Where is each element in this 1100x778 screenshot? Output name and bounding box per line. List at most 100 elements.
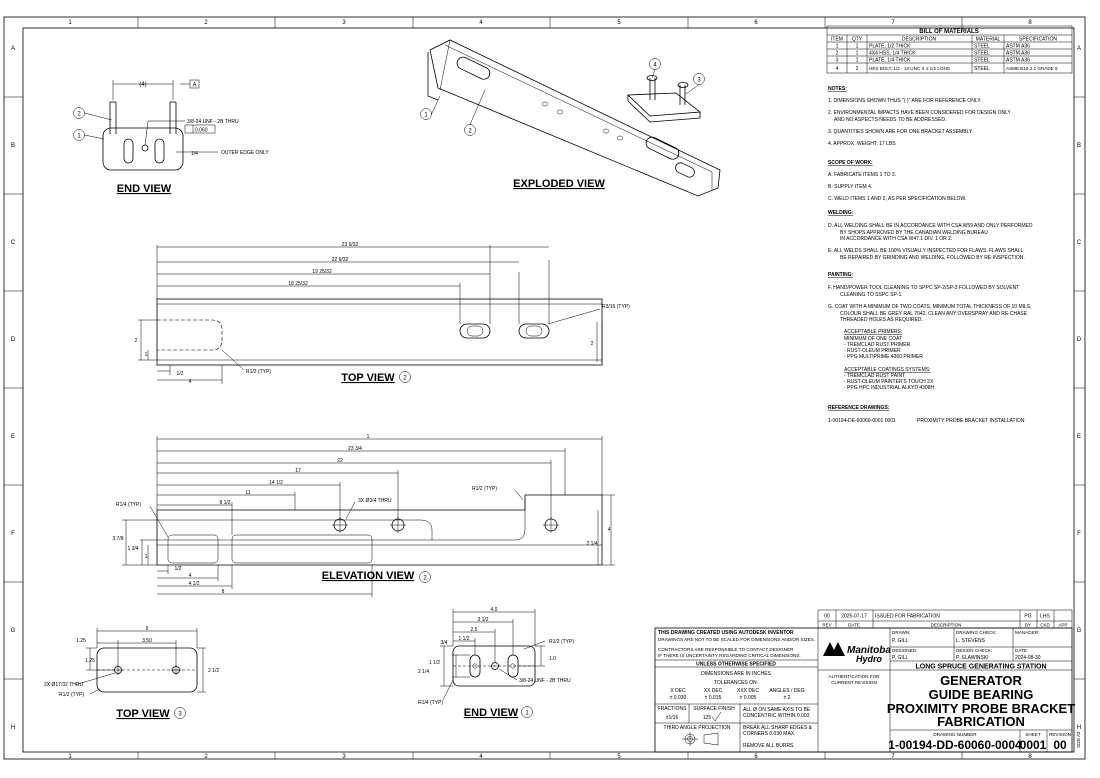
elevation-dim-7: 8 1/2 (219, 500, 230, 506)
welding-e2: BE REPAIRED BY GRINDING AND WELDING, FOL… (840, 255, 1025, 261)
third-angle-label: THIRD ANGLE PROJECTION (664, 725, 731, 731)
bom-row-2-item: 2 (836, 51, 839, 57)
tol-x-value: ± 0.030 (670, 695, 687, 701)
primer-1: MINIMUM OF ONE COAT (844, 336, 902, 342)
bom-row-4-desc: HEX BOLT, 1/2 - 13 UNC X 1 1/2 LONG (869, 66, 951, 71)
zone-col-7-bottom: 7 (891, 754, 895, 760)
bom-row-1-qty: 1 (856, 44, 859, 50)
end-view-dim-40: 4.0 (491, 607, 498, 613)
elevation-dim-5: 14 1/2 (269, 480, 283, 486)
drawing-title-1: GENERATOR (940, 673, 1022, 688)
bom-row-4-material: STEEL (974, 66, 990, 72)
elevation-half-dim: 1/2 (175, 566, 182, 572)
elevation-height-dim: 3 7/8 (112, 536, 123, 542)
revision-by: PG (1024, 614, 1031, 620)
fractions-value: ±1/16 (666, 715, 679, 721)
bom-row-2-spec: ASTM A36 (1006, 51, 1030, 57)
zone-row-d-right: D (1077, 337, 1082, 343)
sheet-border (3, 16, 1086, 760)
painting-g2: COLOUR SHALL BE GREY RAL 7042. CLEAN ANY… (840, 311, 1028, 317)
revision-header-app: APP (1058, 623, 1067, 628)
reference-heading: REFERENCE DRAWINGS: (828, 405, 890, 411)
note-2b: AND NO ASPECTS NEEDS TO BE ADDRESSED. (834, 117, 946, 123)
elevation-r12-callout: R1/2 (TYP) (472, 486, 497, 492)
general-notes: NOTES: 1. DIMENSIONS SHOWN THUS "( )" AR… (828, 86, 1033, 424)
revision-header-by: BY (1025, 623, 1031, 628)
plate-holes-callout: 2X Ø17/32 THRU (44, 682, 83, 688)
elevation-dim-1: 1 (367, 434, 370, 440)
zone-row-c-right: C (1077, 240, 1082, 246)
scale-note-2: CONTRACTORS ARE RESPONSIBLE TO CONTACT D… (658, 647, 794, 652)
scope-a: A. FABRICATE ITEMS 1 TO 3. (828, 172, 896, 178)
surface-finish-label: SURFACE FINISH (693, 706, 735, 712)
zone-col-8-bottom: 8 (1028, 754, 1032, 760)
unless-specified: UNLESS OTHERWISE SPECIFIED (696, 662, 776, 668)
plate-top-view-title: TOP VIEW (116, 708, 170, 720)
balloon-2-exploded: 2 (468, 129, 472, 135)
date-label: DATE: (1015, 648, 1028, 653)
revision-date: 2025-07-17 (841, 614, 867, 620)
remove-burrs: REMOVE ALL BURRS. (743, 743, 795, 749)
top-view-four-dim: 4 (189, 379, 192, 385)
drawing-title-4: FABRICATION (937, 714, 1025, 729)
break-edges-2: CORNERS 0.030 MAX. (743, 731, 796, 737)
bom-header-specification: SPECIFICATION (1019, 37, 1057, 43)
company-logo-text-1: Manitoba (847, 645, 891, 656)
authentication-1: AUTHENTICATION FOR (829, 674, 881, 679)
zone-col-2: 2 (204, 20, 208, 26)
end-view-bottom-title: END VIEW (464, 707, 519, 719)
end-view-sheet-ref: 1 (525, 711, 529, 717)
tol-angle-value: ± 2 (784, 695, 791, 701)
datum-a-label: A (192, 83, 196, 89)
zone-row-b: B (11, 143, 15, 149)
zone-col-6: 6 (754, 20, 758, 26)
elevation-dim-4: 17 (295, 468, 301, 474)
revision-header-rev: REV (822, 623, 831, 628)
painting-heading: PAINTING: (828, 272, 854, 278)
top-view-dim-4: 18 25/32 (288, 281, 308, 287)
exploded-view-title: EXPLODED VIEW (513, 178, 605, 190)
bom-row-2-qty: 1 (856, 51, 859, 57)
tol-xxx-value: ± 0.005 (740, 695, 757, 701)
top-view-dim-1: 23 9/32 (342, 242, 359, 248)
end-view-dim-10: 1.0 (549, 656, 556, 662)
painting-g1: G. COAT WITH A MINIMUM OF TWO COATS, MIN… (828, 304, 1032, 310)
bom-row-2-material: STEEL (974, 51, 990, 57)
end-view-dim-25: 2.5 (471, 627, 478, 633)
top-view-sheet-ref: 2 (403, 376, 407, 382)
scope-c: C. WELD ITEMS 1 AND 2, AS PER SPECIFICAT… (828, 196, 966, 202)
bom-row-3-desc: PLATE, 1/4 THICK (869, 58, 911, 64)
welding-d2: BY SHOPS APPROVED BY THE CANADIAN WELDIN… (840, 230, 988, 236)
top-view-title: TOP VIEW (341, 372, 395, 384)
tol-x-label: X DEC (670, 688, 686, 694)
zone-col-3-bottom: 3 (342, 754, 346, 760)
painting-f2: CLEANING TO SSPC SP-1. (840, 292, 903, 298)
scope-b: B. SUPPLY ITEM 4. (828, 184, 872, 190)
bom-row-3-item: 3 (836, 58, 839, 64)
zone-col-6-bottom: 6 (754, 754, 758, 760)
zone-col-5-bottom: 5 (617, 754, 621, 760)
bom-row-1-desc: PLATE, 1/2 THICK (869, 44, 911, 50)
end-view-width-dim: (4) (139, 82, 146, 88)
drawing-number: 1-00194-DD-60060-0004 (888, 738, 1022, 752)
coatings-heading: ACCEPTABLE COATINGS SYSTEMS: (844, 367, 931, 373)
note-4: 4. APPROX. WEIGHT: 17 LBS (828, 141, 896, 147)
dimensions-in-inches: DIMENSIONS ARE IN INCHES (701, 671, 771, 677)
break-edges-1: BREAK ALL SHARP EDGES & (743, 725, 813, 731)
bom-header-qty: QTY (852, 37, 863, 43)
end-view-bottom (440, 609, 546, 718)
plate-hole-height: 1.25 (85, 658, 95, 664)
top-view-r316-callout: R3/16 (TYP) (602, 304, 630, 310)
bom-row-3-spec: ASTM A36 (1006, 58, 1030, 64)
bom-row-1-item: 1 (836, 44, 839, 50)
tol-xx-label: XX DEC (704, 688, 723, 694)
elevation-eight-dim: 8 (222, 589, 225, 595)
welding-heading: WELDING: (828, 210, 854, 216)
concentric-note-2: CONCENTRIC WITHIN 0.003 (743, 713, 810, 719)
drawing-check-label: DRAWING CHECK: (956, 630, 997, 635)
zone-row-f-right: F (1077, 531, 1081, 537)
bom-row-4-spec: ASME B18.2.1 GRADE 5 (1006, 66, 1058, 71)
elevation-holes-callout: 3X Ø3/4 THRU (358, 498, 392, 504)
bom-row-2-desc: 4X4 HSS, 1/4 THICK (869, 51, 916, 57)
